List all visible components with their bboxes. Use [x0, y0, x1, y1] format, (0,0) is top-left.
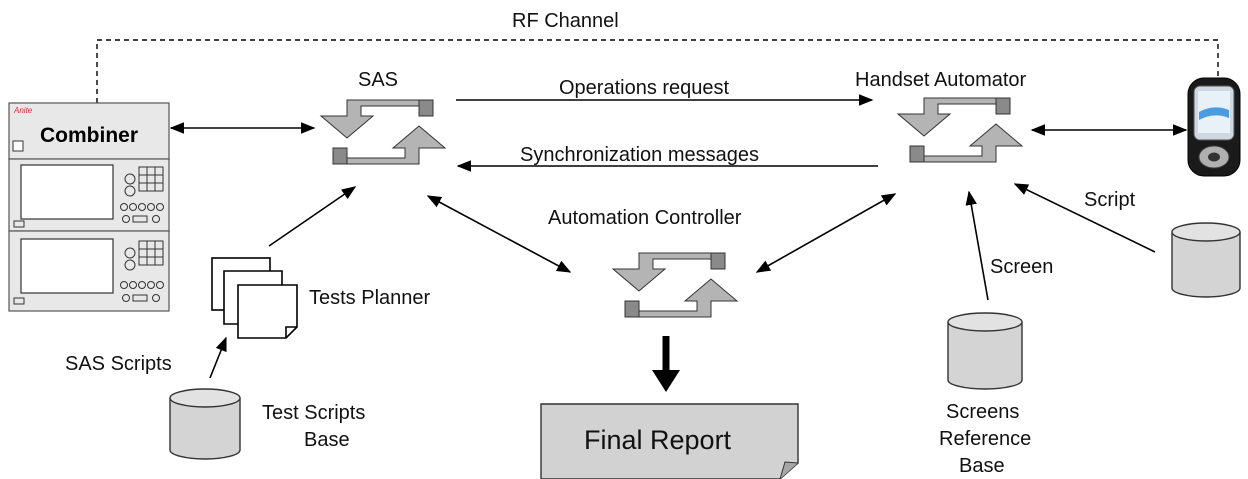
automation-controller-label: Automation Controller [548, 207, 742, 229]
combiner-equipment: Anite Combiner [8, 102, 170, 312]
combiner-label: Combiner [40, 124, 138, 147]
synchronization-messages-label: Synchronization messages [520, 144, 759, 166]
handset-automator-rotor-icon [897, 97, 1023, 163]
tests-planner-label: Tests Planner [309, 287, 431, 309]
screen-arrow [965, 190, 989, 301]
final-report-document-icon [540, 403, 799, 479]
screens-reference-base-label-line1: Screens [946, 401, 1019, 423]
test-scripts-base-label-line1: Test Scripts [262, 402, 365, 424]
screens-reference-base-cylinder-icon [947, 312, 1023, 390]
rf-channel-label: RF Channel [512, 10, 619, 32]
combiner-brand-mark: Anite [13, 106, 33, 115]
screens-reference-base-label-line2: Reference [939, 428, 1031, 450]
screen-label: Screen [990, 256, 1053, 278]
controller-automator-arrow [755, 193, 897, 273]
test-scripts-base-cylinder-icon [169, 388, 241, 460]
sas-scripts-arrow [209, 336, 227, 379]
planner-sas-arrow [268, 186, 357, 247]
tests-planner-icon [211, 257, 298, 339]
sas-label: SAS [358, 69, 398, 91]
controller-report-arrow [652, 336, 680, 392]
sas-controller-arrow [426, 195, 572, 273]
automation-controller-rotor-icon [612, 252, 738, 318]
script-label: Script [1084, 189, 1136, 211]
screens-reference-base-label-line3: Base [959, 455, 1005, 477]
handset-automator-label: Handset Automator [855, 69, 1027, 91]
script-base-cylinder-icon [1171, 222, 1241, 298]
test-scripts-base-label-line2: Base [304, 429, 350, 451]
script-arrow [1013, 183, 1156, 253]
operations-request-label: Operations request [559, 77, 730, 99]
final-report-label: Final Report [584, 425, 732, 455]
rf-channel-line [96, 39, 1219, 103]
mobile-phone-icon [1187, 77, 1241, 177]
sas-scripts-label: SAS Scripts [65, 353, 172, 375]
sas-rotor-icon [320, 99, 446, 165]
